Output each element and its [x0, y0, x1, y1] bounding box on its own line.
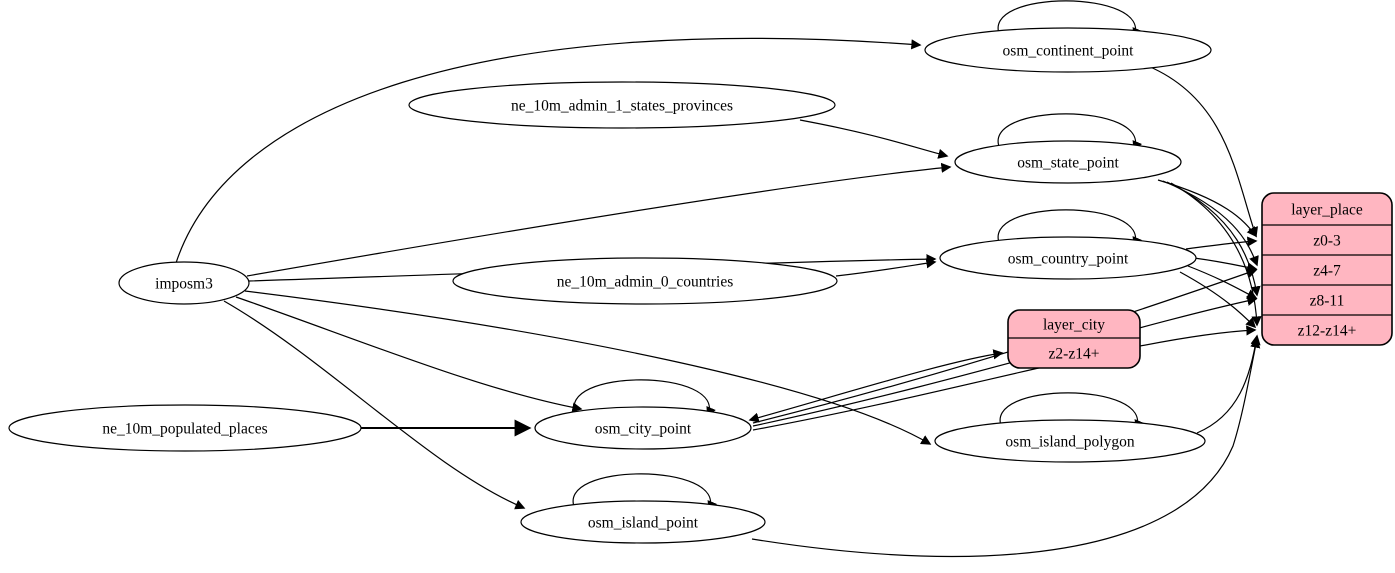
edge-osm_city_point-to-layer_place-z8-11 — [752, 295, 1258, 427]
table-node-label-osm_island_polygon: osm_island_polygon — [1005, 434, 1134, 451]
edge-osm_city_point-to-layer_place-z4-7 — [752, 268, 1258, 424]
layer-record-row-layer_place-z12-z14+: z12-z14+ — [1298, 323, 1357, 340]
table-node-label-osm_continent_point: osm_continent_point — [1003, 43, 1135, 60]
table-node-osm_island_polygon — [934, 419, 1206, 463]
layer-record-layer_city — [1007, 309, 1141, 369]
table-node-osm_city_point — [534, 406, 752, 450]
table-node-imposm3 — [118, 261, 250, 305]
edge-osm_city_point-to-layer_city-z2-z14+ — [748, 349, 1004, 423]
table-node-osm_state_point — [954, 140, 1182, 184]
edge-osm_continent_point-to-layer_place-z0-3 — [1147, 65, 1258, 238]
layer-record-row-layer_city-z2-z14+: z2-z14+ — [1049, 346, 1100, 363]
edge-imposm3-to-osm_city_point — [235, 296, 583, 413]
table-node-osm_country_point — [939, 236, 1197, 280]
edge-osm_country_point-to-layer_place-z8-11 — [1187, 265, 1258, 299]
table-node-label-osm_island_point: osm_island_point — [588, 515, 699, 532]
edge-self-loop-osm_island_point — [572, 473, 718, 512]
layer-record-title-layer_city: layer_city — [1043, 317, 1105, 334]
edge-self-loop-osm_country_point — [997, 209, 1143, 248]
table-node-osm_continent_point — [924, 27, 1212, 73]
table-node-label-ne_10m_admin_1_states_provinces: ne_10m_admin_1_states_provinces — [511, 98, 733, 115]
table-node-label-osm_city_point: osm_city_point — [595, 421, 692, 438]
table-node-label-ne_10m_populated_places: ne_10m_populated_places — [102, 421, 267, 438]
layer-record-title-layer_place: layer_place — [1291, 202, 1363, 219]
edge-osm_island_point-to-layer_place-z12-z14+ — [751, 337, 1261, 558]
table-node-label-imposm3: imposm3 — [155, 276, 213, 293]
layer-record-row-layer_place-z8-11: z8-11 — [1310, 293, 1345, 310]
edge-osm_state_point-to-layer_place-z12-z14+ — [1170, 182, 1262, 327]
table-node-ne_10m_admin_0_countries — [452, 257, 838, 305]
table-node-ne_10m_admin_1_states_provinces — [408, 81, 836, 129]
edge-ne_10m_admin_0_countries-to-osm_country_point — [835, 258, 937, 277]
edge-self-loop-osm_continent_point — [997, 0, 1143, 39]
layer-record-row-layer_place-z0-3: z0-3 — [1313, 233, 1341, 250]
edge-imposm3-to-osm_state_point — [246, 162, 952, 277]
edge-ne_10m_admin_1_states_provinces-to-osm_state_point — [799, 119, 949, 159]
edge-self-loop-osm_city_point — [573, 379, 716, 418]
edge-osm_city_point-to-layer_place-z12-z14+ — [752, 325, 1257, 431]
edge-imposm3-to-osm_continent_point — [175, 37, 922, 264]
table-node-ne_10m_populated_places — [8, 404, 362, 452]
table-node-label-ne_10m_admin_0_countries: ne_10m_admin_0_countries — [557, 274, 734, 291]
edge-osm_country_point-to-layer_place-z0-3 — [1185, 236, 1258, 250]
table-node-label-osm_country_point: osm_country_point — [1008, 251, 1129, 268]
edge-imposm3-to-osm_island_point — [223, 300, 526, 510]
edge-self-loop-osm_state_point — [997, 113, 1143, 152]
layer-record-row-layer_place-z4-7: z4-7 — [1313, 263, 1341, 280]
table-node-osm_island_point — [520, 500, 766, 544]
table-node-label-osm_state_point: osm_state_point — [1017, 155, 1119, 172]
edge-osm_country_point-to-layer_place-z12-z14+ — [1179, 271, 1257, 329]
layer-record-layer_place — [1261, 192, 1393, 346]
